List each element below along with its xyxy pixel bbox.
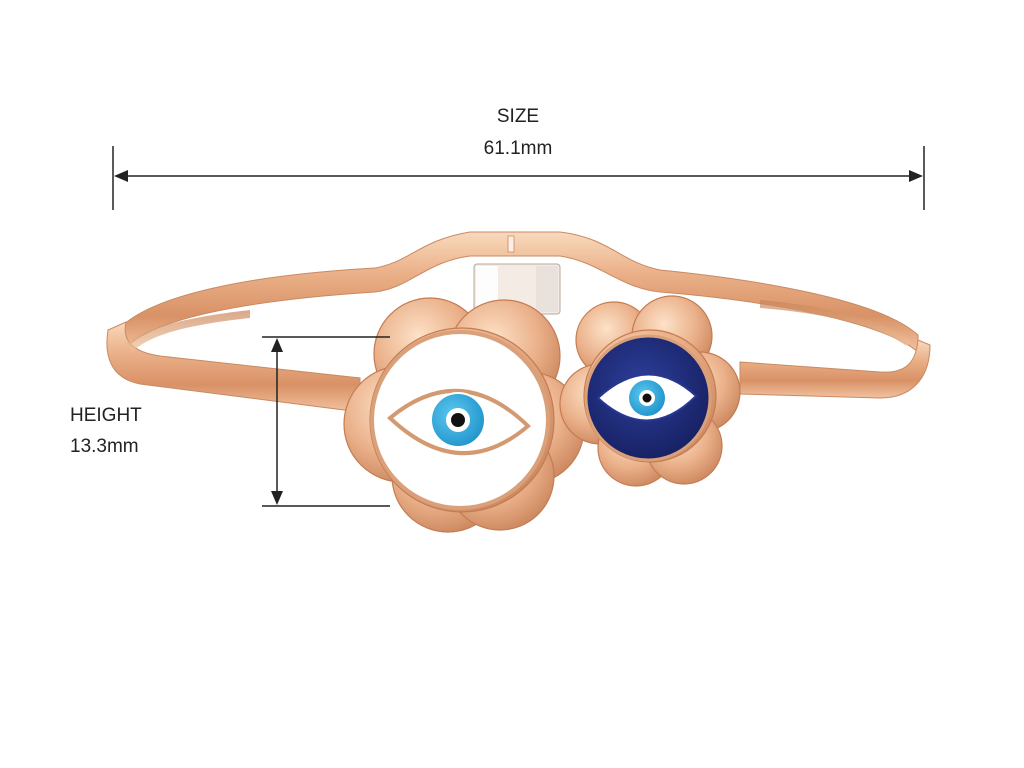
height-value: 13.3mm xyxy=(70,436,139,457)
height-label: HEIGHT xyxy=(70,405,142,426)
width-dimension-line xyxy=(112,146,925,210)
white-evil-eye-flower-charm-icon xyxy=(343,297,585,533)
navy-evil-eye-flower-charm-icon xyxy=(559,295,741,487)
size-value: 61.1mm xyxy=(483,138,553,159)
bangle-band xyxy=(106,231,931,413)
height-dimension-line xyxy=(262,336,390,507)
size-label: SIZE xyxy=(496,106,540,127)
